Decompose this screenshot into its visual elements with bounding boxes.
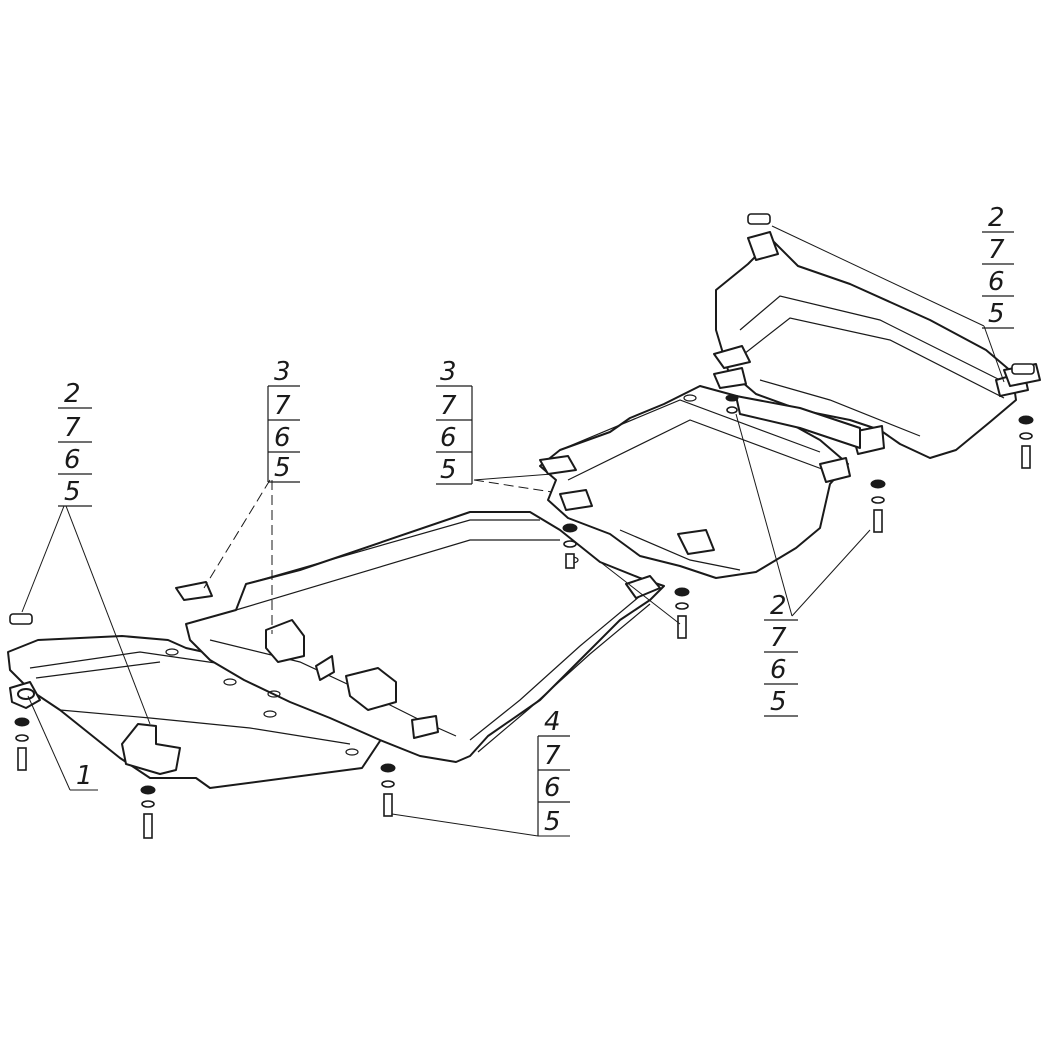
callout-right-lower-1: 2: [770, 591, 787, 621]
callout-right-lower-2: 7: [770, 623, 787, 653]
callout-right-upper: 2 7 6 5: [982, 203, 1014, 329]
callout-right-lower: 2 7 6 5: [764, 591, 798, 717]
callout-front-center-4: 5: [274, 453, 291, 483]
callout-right-upper-2: 7: [988, 235, 1005, 265]
callout-middle: 3 7 6 5: [436, 357, 473, 485]
callout-middle-1: 3: [440, 357, 457, 387]
callout-left-upper-3: 6: [64, 445, 81, 475]
callout-front-center-3: 6: [274, 423, 291, 453]
plate-4-right: [713, 231, 1041, 459]
plate-3-middle: [539, 385, 851, 579]
callout-front-center: 3 7 6 5: [267, 357, 300, 483]
callout-left-upper-1: 2: [64, 379, 81, 409]
callout-right-lower-3: 6: [770, 655, 787, 685]
callout-bottom-center-3: 6: [544, 773, 561, 803]
callout-right-upper-3: 6: [988, 267, 1005, 297]
callout-bottom-center-1: 4: [544, 707, 561, 737]
callout-front-center-2: 7: [274, 391, 291, 421]
callout-right-upper-1: 2: [988, 203, 1005, 233]
callout-right-lower-4: 5: [770, 687, 787, 717]
callout-front-center-1: 3: [274, 357, 291, 387]
hardware-set: [9, 213, 1035, 839]
callout-left-upper-4: 5: [64, 477, 81, 507]
callout-right-upper-4: 5: [988, 299, 1005, 329]
callout-bottom-center: 4 7 6 5: [537, 707, 570, 837]
callout-left-lower-1: 1: [76, 761, 93, 791]
leader-lines: [21, 225, 1005, 837]
callout-left-upper: 2 7 6 5: [58, 379, 92, 507]
callout-middle-3: 6: [440, 423, 457, 453]
callout-bottom-center-4: 5: [544, 807, 561, 837]
plate-2-front: [175, 511, 665, 763]
callout-middle-4: 5: [440, 455, 457, 485]
callout-middle-2: 7: [440, 391, 457, 421]
callout-left-lower: 1: [76, 761, 93, 791]
callout-left-upper-2: 7: [64, 413, 81, 443]
callout-bottom-center-2: 7: [544, 741, 561, 771]
